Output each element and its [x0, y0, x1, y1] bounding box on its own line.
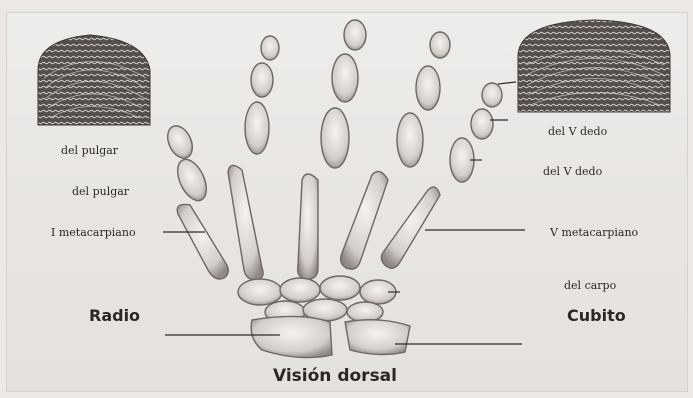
label-del-v-dedo-2: del V dedo	[543, 165, 602, 178]
label-cubito: Cubito	[567, 306, 626, 325]
hand-skeleton-icon	[163, 20, 502, 358]
label-radio: Radio	[89, 306, 140, 325]
label-v-metacarpiano: V metacarpiano	[550, 226, 638, 239]
label-del-v-dedo-1: del V dedo	[548, 125, 607, 138]
label-del-pulgar-1: del pulgar	[61, 144, 118, 157]
label-del-pulgar-2: del pulgar	[72, 185, 129, 198]
caption-vision-dorsal: Visión dorsal	[273, 366, 397, 386]
left-fingerprint-icon	[38, 35, 150, 125]
label-del-carpo: del carpo	[564, 279, 616, 292]
label-i-metacarpiano: I metacarpiano	[51, 226, 136, 239]
right-fingerprint-icon	[518, 20, 670, 112]
